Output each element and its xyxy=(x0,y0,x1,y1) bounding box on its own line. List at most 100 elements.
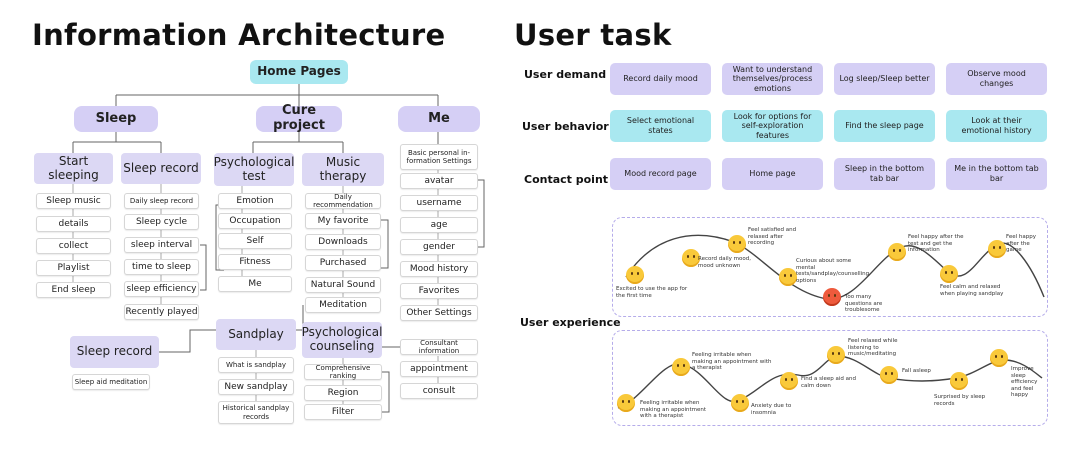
leaf-filter: Filter xyxy=(304,404,382,420)
journey-2-note-4: Find a sleep aid and calm down xyxy=(801,376,857,389)
journey-2-note-8: Improve sleep efficiency and feel happy xyxy=(1011,366,1038,399)
node-start-sleeping: Start sleeping xyxy=(34,153,113,184)
journey-2-note-2: Feeling irritable when making an appoint… xyxy=(692,352,772,372)
leaf-time-to-sleep: time to sleep xyxy=(124,259,199,275)
leaf-collect: collect xyxy=(36,238,111,254)
card-behavior-3: Find the sleep page xyxy=(834,110,935,142)
card-contact-1: Mood record page xyxy=(610,158,711,190)
card-demand-2: Want to understand themselves/process em… xyxy=(722,63,823,95)
emoji-irritable-1-icon xyxy=(617,394,635,412)
leaf-my-favorite: My favorite xyxy=(305,213,381,229)
leaf-sleep-efficiency: sleep efficiency xyxy=(124,281,199,297)
node-psychological-test: Psychological test xyxy=(214,153,294,186)
leaf-region: Region xyxy=(304,385,382,401)
journey-2-note-1: Feeling irritable when making an appoint… xyxy=(640,400,707,420)
card-contact-2: Home page xyxy=(722,158,823,190)
leaf-new-sandplay: New sandplay xyxy=(218,379,294,395)
journey-1-note-7: Feel calm and relaxed when playing sandp… xyxy=(940,284,1004,297)
leaf-end-sleep: End sleep xyxy=(36,282,111,298)
leaf-downloads: Downloads xyxy=(305,234,381,250)
ia-title: Information Architecture xyxy=(32,18,446,52)
journey-1-note-3: Feel satisfied and relaxed after recordi… xyxy=(748,227,797,247)
emoji-anxious-icon xyxy=(731,394,749,412)
emoji-neutral-icon xyxy=(682,249,700,267)
leaf-me: Me xyxy=(218,276,292,292)
journey-1-note-6: Feel happy after the test and get the in… xyxy=(908,234,964,254)
leaf-recently-played: Recently played xyxy=(124,304,199,320)
card-behavior-2: Look for options for self-exploration fe… xyxy=(722,110,823,142)
journey-2-frame xyxy=(612,330,1048,426)
card-behavior-1: Select emotional states xyxy=(610,110,711,142)
card-contact-3: Sleep in the bottom tab bar xyxy=(834,158,935,190)
leaf-sleep-interval: sleep interval xyxy=(124,237,199,253)
node-psychological-counseling: Psychological counseling xyxy=(302,322,382,358)
emoji-curious-icon xyxy=(779,268,797,286)
leaf-natural-sound: Natural Sound xyxy=(305,277,381,293)
leaf-gender: gender xyxy=(400,239,478,255)
leaf-sleep-cycle: Sleep cycle xyxy=(124,214,199,230)
journey-1-note-4: Curious about some mental tests/sandplay… xyxy=(796,258,870,284)
journey-2-note-3: Anxiety due to insomnia xyxy=(751,403,792,416)
journey-1-note-1: Excited to use the app for the first tim… xyxy=(616,286,688,299)
emoji-asleep-icon xyxy=(880,366,898,384)
emoji-satisfied-icon xyxy=(728,235,746,253)
emoji-excited-icon xyxy=(626,266,644,284)
leaf-age: age xyxy=(400,217,478,233)
category-me: Me xyxy=(398,106,480,132)
leaf-consultant-information: Consultant information xyxy=(400,339,478,355)
journey-2-note-5: Feel relaxed while listening to music/me… xyxy=(848,338,898,358)
leaf-favorites: Favorites xyxy=(400,283,478,299)
leaf-historical-sandplay-records: Historical sandplay records xyxy=(218,401,294,424)
card-behavior-4: Look at their emotional history xyxy=(946,110,1047,142)
category-sleep: Sleep xyxy=(74,106,158,132)
category-cure-project: Cure project xyxy=(256,103,342,133)
node-sleep-record: Sleep record xyxy=(121,153,201,184)
card-demand-1: Record daily mood xyxy=(610,63,711,95)
node-sandplay: Sandplay xyxy=(216,319,296,350)
leaf-fitness: Fitness xyxy=(218,254,292,270)
leaf-avatar: avatar xyxy=(400,173,478,189)
row-label-user-experience: User experience xyxy=(520,316,621,329)
emoji-improved-icon xyxy=(990,349,1008,367)
root-node-home-pages: Home Pages xyxy=(250,60,348,84)
leaf-meditation: Meditation xyxy=(305,297,381,313)
leaf-occupation: Occupation xyxy=(218,213,292,229)
leaf-purchased: Purchased xyxy=(305,255,381,271)
leaf-basic-personal-info: Basic personal in-formation Settings xyxy=(400,144,478,170)
row-label-user-behavior: User behavior xyxy=(522,120,609,133)
journey-1-note-2: Record daily mood, mood unknown xyxy=(698,256,751,269)
leaf-daily-sleep-record: Daily sleep record xyxy=(124,193,199,209)
task-title: User task xyxy=(514,18,672,52)
journey-2-note-7: Surprised by sleep records xyxy=(934,394,986,407)
leaf-what-is-sandplay: What is sandplay xyxy=(218,357,294,373)
emoji-calm-icon xyxy=(940,265,958,283)
journey-1-frame xyxy=(612,217,1048,317)
leaf-other-settings: Other Settings xyxy=(400,305,478,321)
emoji-irritable-2-icon xyxy=(672,358,690,376)
card-demand-4: Observe mood changes xyxy=(946,63,1047,95)
leaf-username: username xyxy=(400,195,478,211)
leaf-consult: consult xyxy=(400,383,478,399)
leaf-appointment: appointment xyxy=(400,361,478,377)
emoji-relaxed-icon xyxy=(827,346,845,364)
leaf-playlist: Playlist xyxy=(36,260,111,276)
card-demand-3: Log sleep/Sleep better xyxy=(834,63,935,95)
emoji-happy-game-icon xyxy=(988,240,1006,258)
journey-2-note-6: Fall asleep xyxy=(902,368,931,374)
journey-1-note-5: Too many questions are troublesome xyxy=(845,294,883,314)
emoji-happy-test-icon xyxy=(888,243,906,261)
leaf-mood-history: Mood history xyxy=(400,261,478,277)
card-contact-4: Me in the bottom tab bar xyxy=(946,158,1047,190)
leaf-comprehensive-ranking: Comprehensive ranking xyxy=(304,364,382,380)
emoji-calm-down-icon xyxy=(780,372,798,390)
node-music-therapy: Music therapy xyxy=(302,153,384,186)
leaf-daily-recommendation: Daily recommendation xyxy=(305,193,381,209)
leaf-details: details xyxy=(36,216,111,232)
emoji-angry-icon xyxy=(823,288,841,306)
node-sleep-record-extra: Sleep record xyxy=(70,336,159,368)
leaf-sleep-aid-meditation: Sleep aid meditation xyxy=(72,374,150,390)
row-label-user-demand: User demand xyxy=(524,68,607,81)
leaf-emotion: Emotion xyxy=(218,193,292,209)
leaf-self: Self xyxy=(218,233,292,249)
row-label-contact-point: Contact point xyxy=(524,173,609,186)
